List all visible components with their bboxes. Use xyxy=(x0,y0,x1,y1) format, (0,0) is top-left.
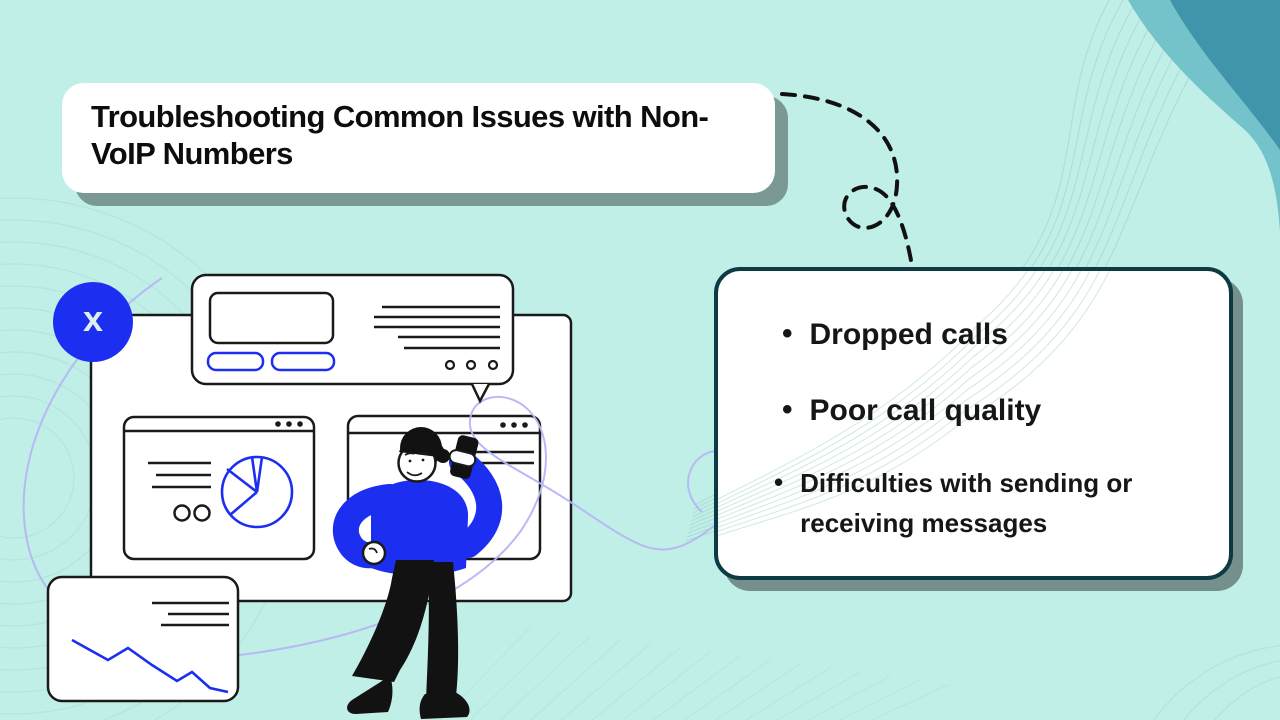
trend-card xyxy=(46,575,240,703)
person-face xyxy=(397,443,437,483)
dots-row-icon xyxy=(444,359,499,371)
image-placeholder xyxy=(208,291,335,345)
popup-window xyxy=(190,273,515,404)
window-dots-icon xyxy=(275,421,303,427)
text-lines xyxy=(152,601,229,627)
issue-label: Poor call quality xyxy=(809,394,1042,427)
swirl-line-decor xyxy=(22,277,747,659)
line-chart-icon xyxy=(71,638,229,694)
issue-item-message-difficulties: • Difficulties with sending or receiving… xyxy=(774,463,1174,543)
issues-box-strings-decor xyxy=(718,271,1110,536)
person-face-features xyxy=(404,452,429,477)
title-box: Troubleshooting Common Issues with Non- … xyxy=(62,83,775,193)
person-hair xyxy=(400,427,442,469)
phone-icon xyxy=(448,435,479,479)
person-right-leg xyxy=(426,562,459,700)
bullet-icon: • xyxy=(782,393,793,426)
main-window xyxy=(89,313,573,603)
call-window xyxy=(346,414,542,561)
text-lines xyxy=(374,305,500,350)
person-right-shoe xyxy=(419,692,470,719)
close-button-illustration: x xyxy=(53,282,133,362)
issue-label: Dropped calls xyxy=(809,318,1008,351)
bullet-icon: • xyxy=(774,467,784,497)
person-fist xyxy=(361,540,387,566)
popup-buttons xyxy=(206,351,336,372)
page-title-line-1: Troubleshooting Common Issues with Non- xyxy=(91,99,709,134)
issues-box: • Dropped calls • Poor call quality • Di… xyxy=(714,267,1233,580)
window-dots-icon xyxy=(500,422,528,428)
text-lines xyxy=(455,450,534,465)
person-left-leg xyxy=(352,560,434,682)
concentric-arcs-decor xyxy=(0,197,295,720)
person-left-arm xyxy=(332,484,403,569)
corner-arcs-decor xyxy=(1153,645,1280,720)
teal-blob-decor xyxy=(1128,0,1280,232)
issue-item-poor-quality: • Poor call quality xyxy=(782,391,1041,431)
person-torso xyxy=(371,479,469,576)
hatch-lines-decor xyxy=(438,627,951,720)
issue-item-dropped-calls: • Dropped calls xyxy=(782,315,1008,355)
person-right-arm xyxy=(449,449,503,558)
close-icon: x xyxy=(82,298,104,339)
person-left-shoe xyxy=(347,676,393,714)
bubble-pointer xyxy=(470,383,491,404)
text-lines xyxy=(148,461,211,489)
page-title-line-2: VoIP Numbers xyxy=(91,136,293,171)
person-illustration xyxy=(332,427,503,719)
stats-window xyxy=(122,415,316,561)
pie-chart-icon xyxy=(220,455,294,529)
bullet-icon: • xyxy=(782,317,793,350)
issue-label: Difficulties with sending or receiving m… xyxy=(800,468,1133,538)
